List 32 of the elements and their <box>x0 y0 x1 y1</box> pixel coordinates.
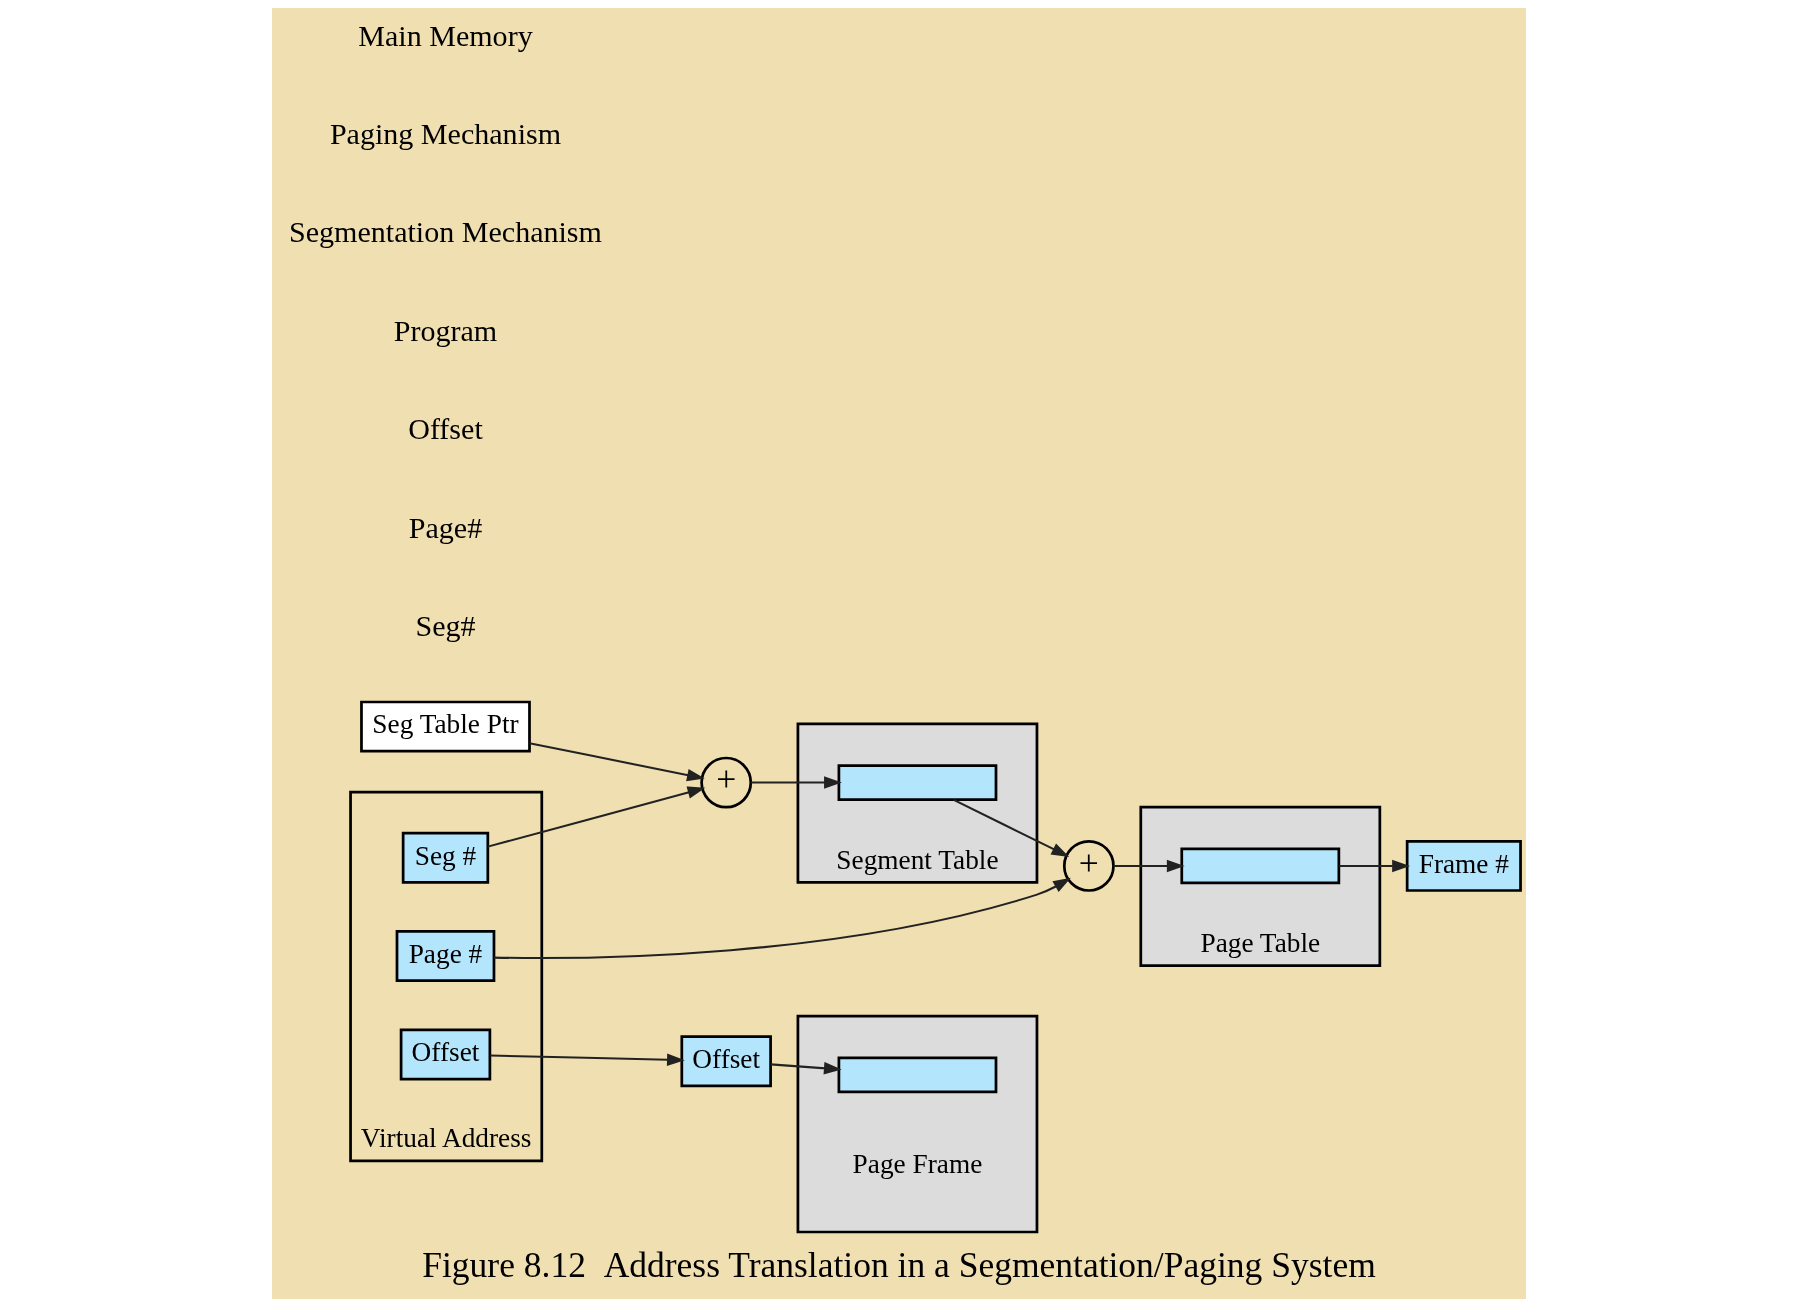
node-bar <box>837 764 997 802</box>
label: Main Memory <box>357 18 533 53</box>
cluster <box>796 1014 1038 1234</box>
node-box: Offset <box>399 1028 491 1081</box>
node-bar <box>1179 847 1340 885</box>
arrow <box>1338 859 1410 873</box>
cluster: Page Table <box>1138 805 1381 967</box>
arrow <box>750 776 842 789</box>
arrow <box>1113 859 1185 873</box>
node-box: Page # <box>395 930 495 983</box>
node-box: Seg Table Ptr <box>359 700 531 753</box>
node-box: Offset <box>679 1035 772 1088</box>
node-box: Seg # <box>401 831 489 884</box>
node-bar <box>837 1056 997 1094</box>
arrow <box>489 1053 685 1067</box>
label: Paging Mechanism <box>329 117 561 152</box>
cluster: Segment Table <box>796 722 1038 884</box>
label: Page# <box>408 510 482 545</box>
arrow <box>528 742 705 782</box>
label: Offset <box>407 412 483 447</box>
node-circle: + <box>1062 839 1115 892</box>
arrow <box>493 877 1071 959</box>
arrow <box>770 1062 842 1075</box>
label: Program <box>393 313 497 348</box>
node-label: Page Frame <box>852 1149 982 1180</box>
arrow <box>952 798 1069 857</box>
caption: Figure 8.12 Address Translation in a Segmentation/Paging System <box>421 1244 1376 1285</box>
label: Seg# <box>414 608 476 643</box>
label: Segmentation Mechanism <box>288 215 602 250</box>
node-box: Frame # <box>1405 839 1522 892</box>
node-circle: + <box>699 756 752 809</box>
arrow <box>487 786 705 848</box>
